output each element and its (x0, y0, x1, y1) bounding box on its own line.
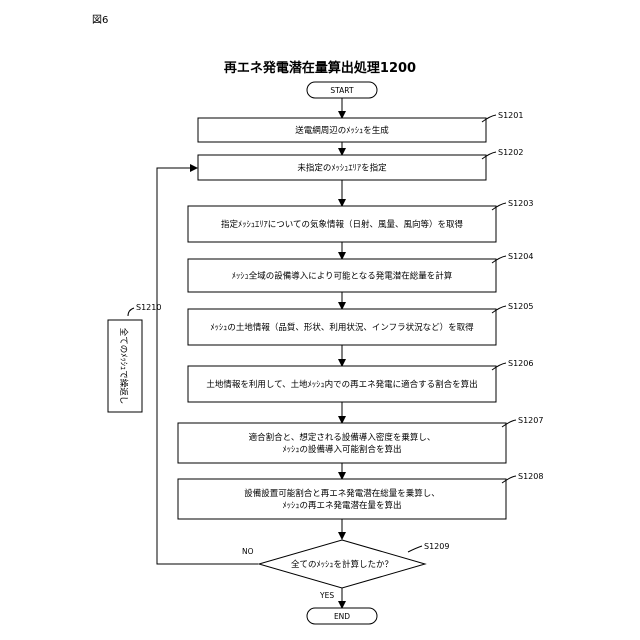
step-id: S1201 (498, 111, 523, 120)
process-text: ﾒｯｼｭ全域の設備導入により可能となる発電潜在総量を計算 (232, 271, 453, 282)
process-text: ﾒｯｼｭの再エネ発電潜在量を算出 (282, 500, 401, 511)
process-text: 送電網周辺のﾒｯｼｭを生成 (295, 125, 389, 136)
step-id: S1203 (508, 199, 533, 208)
decision-step-leader (408, 546, 422, 552)
process-text: 設備設置可能割合と再エネ発電潜在総量を乗算し、 (244, 488, 440, 499)
end-label: END (334, 612, 350, 621)
process-text: 適合割合と、想定される設備導入密度を乗算し、 (249, 432, 436, 443)
decision-yes-label: YES (319, 591, 334, 600)
loop-step-id: S1210 (136, 303, 161, 312)
process-text: 土地情報を利用して、土地ﾒｯｼｭ内での再エネ発電に適合する割合を算出 (206, 379, 477, 390)
step-id: S1208 (518, 472, 543, 481)
process-text: 未指定のﾒｯｼｭｴﾘｱを指定 (297, 163, 387, 174)
step-id: S1206 (508, 359, 533, 368)
step-id: S1204 (508, 252, 533, 261)
decision-text: 全てのﾒｯｼｭを計算したか？ (291, 559, 393, 570)
process-text: ﾒｯｼｭの設備導入可能割合を算出 (282, 444, 401, 455)
process-box (178, 423, 506, 463)
decision-no-label: NO (242, 547, 254, 556)
step-id: S1205 (508, 302, 533, 311)
process-box (178, 479, 506, 519)
process-text: ﾒｯｼｭの土地情報（品質、形状、利用状況、インフラ状況など）を取得 (210, 322, 474, 333)
loop-text: 全てのﾒｯｼｭで繰返し (118, 328, 129, 405)
step-id: S1202 (498, 148, 523, 157)
loop-step-leader (128, 308, 134, 316)
step-id: S1207 (518, 416, 543, 425)
decision-step-id: S1209 (424, 542, 449, 551)
start-label: START (330, 86, 354, 95)
process-text: 指定ﾒｯｼｭｴﾘｱについての気象情報（日射、風量、風向等）を取得 (221, 219, 463, 230)
